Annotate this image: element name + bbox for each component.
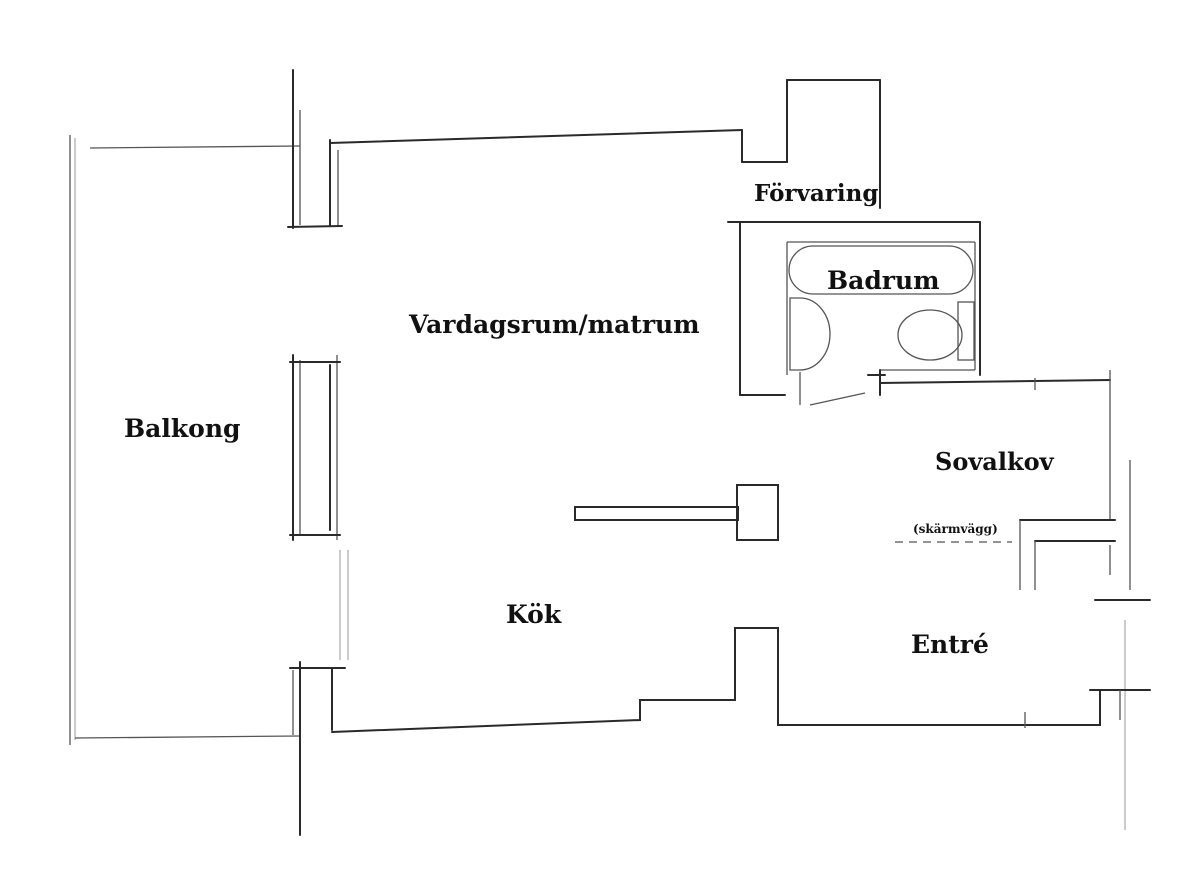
- bathtub: [788, 245, 974, 295]
- exterior-wall-left: [287, 69, 349, 836]
- kitchen-partition: [574, 484, 779, 541]
- exterior-wall-bottom: [331, 627, 1151, 733]
- bathroom-walls: [727, 221, 981, 406]
- room-label-balkong: Balkong: [124, 414, 241, 443]
- toilet: [897, 309, 963, 361]
- room-label-entre: Entré: [911, 630, 989, 659]
- sink: [789, 297, 831, 371]
- room-label-forvaring: Förvaring: [754, 180, 879, 207]
- room-label-badrum: Badrum: [827, 266, 940, 295]
- exterior-wall-top: [329, 79, 881, 209]
- alcove-walls: [879, 370, 1151, 830]
- toilet-tank: [957, 301, 975, 361]
- balcony-outline: [69, 135, 301, 745]
- room-label-sovalkov: Sovalkov: [935, 447, 1054, 476]
- room-label-skarmvagg: (skärmvägg): [913, 522, 998, 536]
- room-label-vardagsrum: Vardagsrum/matrum: [409, 310, 700, 339]
- room-label-kok: Kök: [506, 600, 562, 629]
